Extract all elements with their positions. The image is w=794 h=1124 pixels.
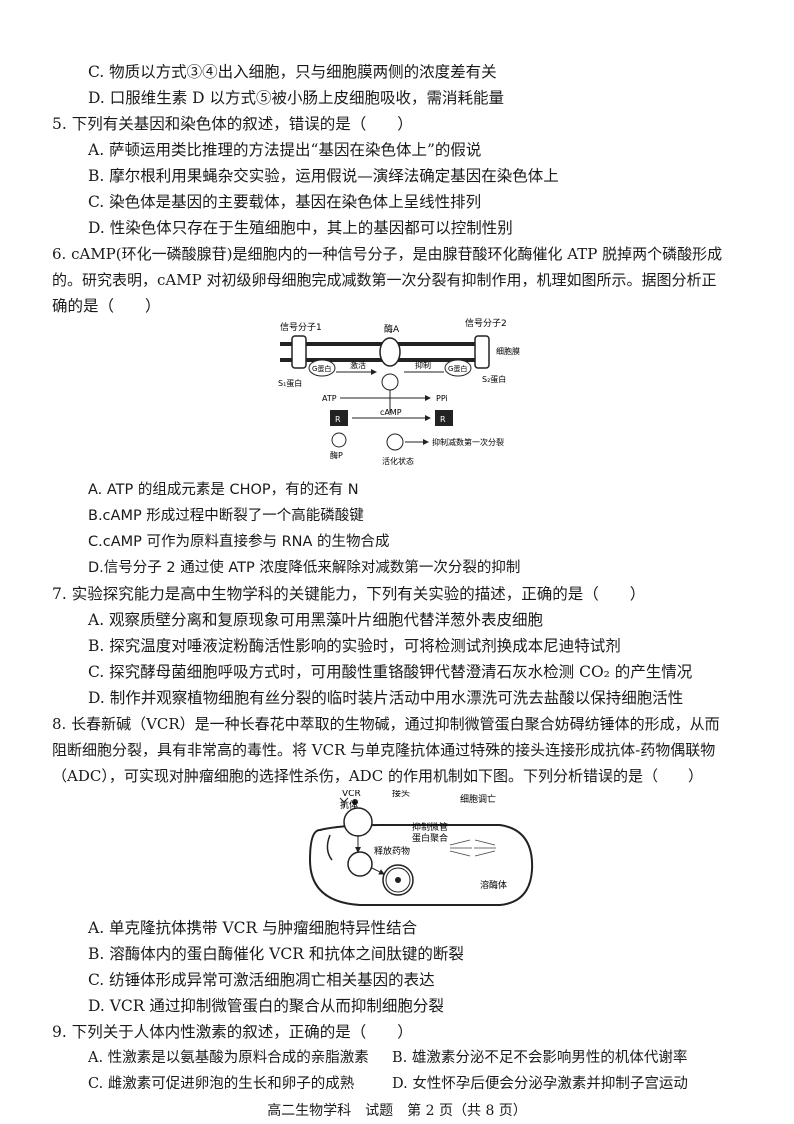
fig6-enzymeP: 酶P (330, 450, 343, 460)
fig6-atp: ATP (322, 394, 337, 403)
fig6-g2: G蛋白 (448, 364, 467, 373)
fig8-inhibit-tubulin-1: 抑制微管 (412, 821, 448, 833)
q9-option-a: A. 性激素是以氨基酸为原料合成的亲脂激素 (88, 1050, 369, 1066)
q8-option-a: A. 单克隆抗体携带 VCR 与肿瘤细胞特异性结合 (88, 919, 418, 937)
q8-stem-line2: 阻断细胞分裂，具有非常高的毒性。将 VCR 与单克隆抗体通过特殊的接头连接形成抗… (52, 741, 716, 759)
fig8-release: 释放药物 (374, 845, 410, 857)
fig8-vcr: VCR (342, 790, 361, 799)
q7-option-a: A. 观察质壁分离和复原现象可用黑藻叶片细胞代替洋葱外表皮细胞 (88, 611, 544, 629)
q4-option-d: D. 口服维生素 D 以方式⑤被小肠上皮细胞吸收，需消耗能量 (88, 89, 505, 107)
q5-option-c: C. 染色体是基因的主要载体，基因在染色体上呈线性排列 (88, 193, 482, 211)
fig8-linker: 接头 (392, 790, 410, 799)
fig6-s2: S₂蛋白 (482, 374, 506, 384)
fig6-s1: S₁蛋白 (278, 378, 302, 388)
q9-option-b: B. 雄激素分泌不足不会影响男性的机体代谢率 (392, 1050, 688, 1066)
q5-stem: 5. 下列有关基因和染色体的叙述，错误的是（ ） (52, 115, 413, 133)
q6-stem-line1: 6. cAMP(环化一磷酸腺苷)是细胞内的一种信号分子，是由腺苷酸环化酶催化 A… (52, 245, 723, 263)
q5-option-a: A. 萨顿运用类比推理的方法提出“基因在染色体上”的假说 (88, 141, 482, 159)
q9-stem: 9. 下列关于人体内性激素的叙述，正确的是（ ） (52, 1023, 413, 1041)
q6-option-c: C.cAMP 可作为原料直接参与 RNA 的生物合成 (88, 534, 390, 550)
q8-figure: VCR 抗体 接头 细胞调亡 抑制微管 蛋白聚合 释放药物 溶酶体 (308, 790, 534, 906)
fig6-enzymeA: 酶A (384, 323, 400, 335)
q8-option-b: B. 溶酶体内的蛋白酶催化 VCR 和抗体之间肽键的断裂 (88, 945, 464, 963)
fig8-lysosome: 溶酶体 (480, 879, 507, 891)
fig6-r1: R (335, 415, 341, 424)
fig6-signal2: 信号分子2 (465, 318, 507, 329)
fig6-inhibit: 抑制 (415, 360, 431, 370)
q7-option-c: C. 探究酵母菌细胞呼吸方式时，可用酸性重铬酸钾代替澄清石灰水检测 CO₂ 的产… (88, 663, 693, 681)
q5-option-d: D. 性染色体只存在于生殖细胞中，其上的基因都可以控制性别 (88, 219, 513, 237)
q6-option-b: B.cAMP 形成过程中断裂了一个高能磷酸键 (88, 508, 364, 524)
q6-option-a: A. ATP 的组成元素是 CHOP，有的还有 N (88, 482, 359, 498)
fig8-inhibit-tubulin-2: 蛋白聚合 (412, 832, 448, 844)
q8-stem-line1: 8. 长春新碱（VCR）是一种长春花中萃取的生物碱，通过抑制微管蛋白聚合妨碍纺锤… (52, 715, 720, 733)
q7-stem: 7. 实验探究能力是高中生物学科的关键能力，下列有关实验的描述，正确的是（ ） (52, 585, 646, 603)
fig6-r2: R (440, 415, 446, 424)
q5-option-b: B. 摩尔根利用果蝇杂交实验，运用假说—演绎法确定基因在染色体上 (88, 167, 559, 185)
fig8-antibody: 抗体 (340, 799, 358, 811)
q6-stem-line2: 的。研究表明，cAMP 对初级卵母细胞完成减数第一次分裂有抑制作用，机理如图所示… (52, 271, 717, 289)
fig6-activate: 激活 (350, 360, 366, 370)
q6-figure: 信号分子1 信号分子2 酶A 细胞膜 G蛋白 G蛋白 S₁蛋白 S₂蛋白 激活 … (278, 318, 520, 466)
fig6-inhibit-meiosis: 抑制减数第一次分裂 (432, 437, 504, 447)
q8-stem-line3: （ADC），可实现对肿瘤细胞的选择性杀伤，ADC 的作用机制如下图。下列分析错误… (52, 767, 703, 785)
fig8-apoptosis: 细胞调亡 (460, 793, 496, 805)
fig6-g1: G蛋白 (312, 364, 331, 373)
fig6-active-state: 活化状态 (382, 456, 414, 466)
fig6-ppi: PPi (436, 394, 448, 403)
q6-stem-line3: 确的是（ ） (52, 297, 161, 315)
q7-option-d: D. 制作并观察植物细胞有丝分裂的临时装片活动中用水漂洗可洗去盐酸以保持细胞活性 (88, 689, 684, 707)
q9-option-c: C. 雌激素可促进卵泡的生长和卵子的成熟 (88, 1076, 355, 1092)
q6-option-d: D.信号分子 2 通过使 ATP 浓度降低来解除对减数第一次分裂的抑制 (88, 560, 521, 576)
fig6-signal1: 信号分子1 (280, 321, 322, 333)
q4-option-c: C. 物质以方式③④出入细胞，只与细胞膜两侧的浓度差有关 (88, 63, 497, 81)
fig6-membrane: 细胞膜 (496, 346, 520, 356)
fig6-camp: cAMP (380, 408, 402, 417)
q8-option-c: C. 纺锤体形成异常可激活细胞凋亡相关基因的表达 (88, 971, 435, 989)
q7-option-b: B. 探究温度对唾液淀粉酶活性影响的实验时，可将检测试剂换成本尼迪特试剂 (88, 637, 621, 655)
q9-option-d: D. 女性怀孕后便会分泌孕激素并抑制子宫运动 (392, 1076, 688, 1092)
page-footer: 高二生物学科 试题 第 2 页（共 8 页） (267, 1103, 527, 1119)
q8-option-d: D. VCR 通过抑制微管蛋白的聚合从而抑制细胞分裂 (88, 997, 444, 1015)
